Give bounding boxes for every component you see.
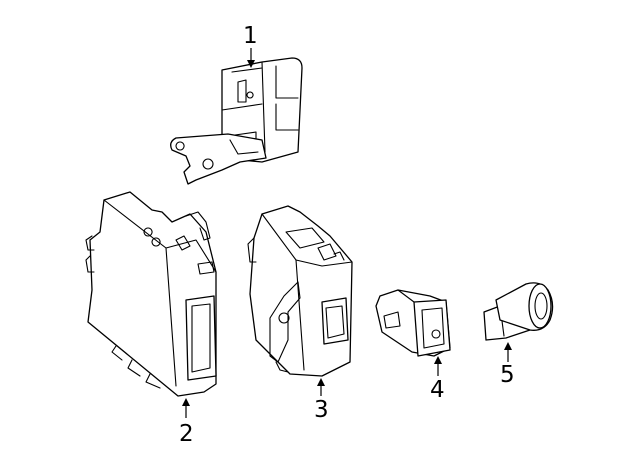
part-1-bracket-module <box>170 57 303 185</box>
part-3-module <box>247 205 353 377</box>
part-5-sensor <box>483 282 554 341</box>
callout-1: 1 <box>243 23 258 49</box>
callout-5: 5 <box>500 362 515 388</box>
callout-2: 2 <box>179 421 194 447</box>
callout-3: 3 <box>314 397 329 423</box>
part-4-switch <box>375 289 451 357</box>
part-2-control-module <box>85 191 217 397</box>
callout-4: 4 <box>430 377 445 403</box>
leader-lines <box>182 48 512 418</box>
